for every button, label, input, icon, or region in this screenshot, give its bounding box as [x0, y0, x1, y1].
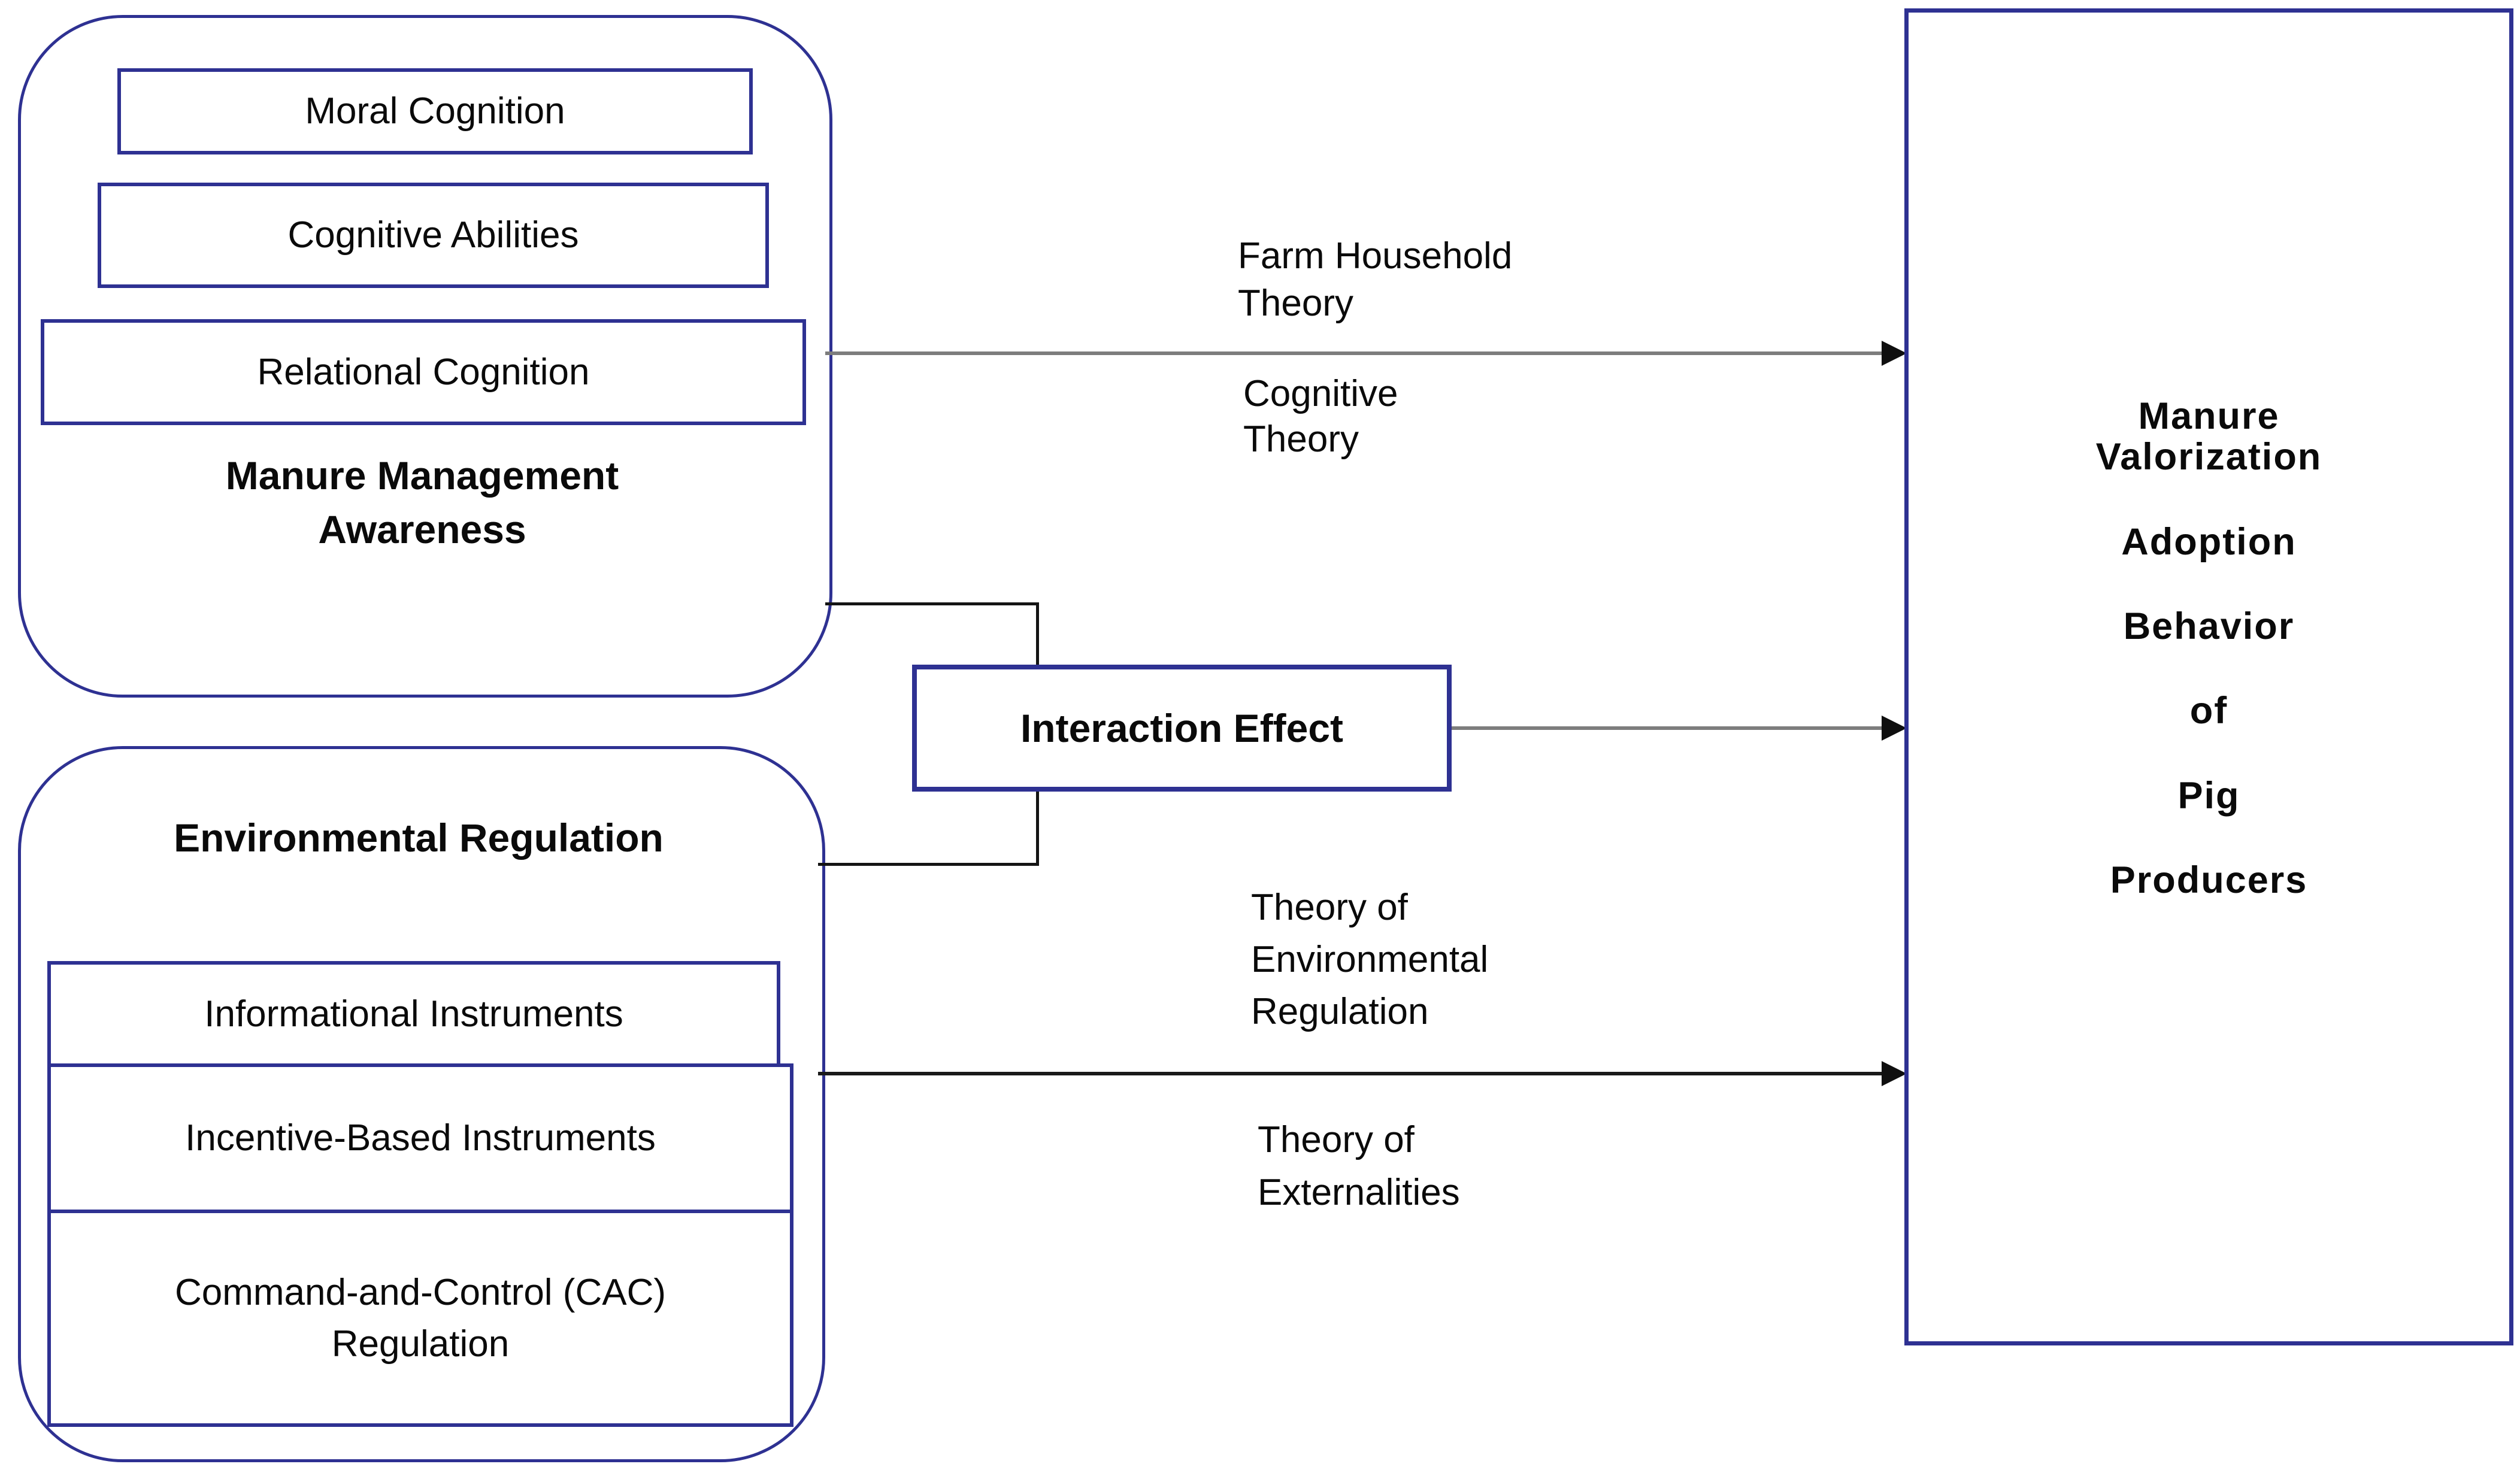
cognitive-abilities-label: Cognitive Abilities — [287, 214, 579, 256]
label-farm-household-theory: Farm Household Theory — [1238, 232, 1512, 327]
outcome-line-of: of — [2189, 690, 2228, 732]
label-cognitive-theory: Cognitive Theory — [1243, 371, 1398, 462]
env-regulation-line-1: Theory of — [1251, 887, 1408, 928]
label-theory-env-regulation: Theory of Environmental Regulation — [1251, 881, 1488, 1038]
awareness-title-line-2: Awareness — [318, 507, 526, 551]
awareness-group-title: Manure Management Awareness — [18, 448, 826, 556]
relational-cognition-box: Relational Cognition — [41, 319, 806, 425]
env-regulation-line-2: Environmental — [1251, 939, 1489, 980]
label-theory-externalities: Theory of Externalities — [1258, 1114, 1460, 1219]
cognitive-theory-line-2: Theory — [1243, 419, 1359, 460]
interaction-effect-box: Interaction Effect — [912, 665, 1452, 792]
cac-regulation-label: Command-and-Control (CAC) Regulation — [175, 1267, 666, 1370]
cac-line-2: Regulation — [331, 1323, 510, 1365]
cac-regulation-box: Command-and-Control (CAC) Regulation — [47, 1210, 793, 1427]
outcome-line-manure: Manure — [2138, 395, 2280, 437]
connector-regulation-vertical — [1036, 792, 1039, 866]
outcome-line-behavior: Behavior — [2123, 605, 2295, 647]
arrow-interaction-to-outcome — [1452, 726, 1883, 730]
externalities-line-1: Theory of — [1258, 1119, 1415, 1160]
outcome-line-producers: Producers — [2110, 859, 2308, 901]
arrow-awareness-to-outcome — [825, 351, 1883, 355]
outcome-line-valorization: Valorization — [2095, 436, 2322, 478]
arrowhead-awareness-to-outcome — [1882, 341, 1907, 366]
arrowhead-interaction-to-outcome — [1882, 716, 1907, 741]
awareness-title-line-1: Manure Management — [225, 453, 619, 498]
arrow-regulation-to-outcome — [818, 1072, 1883, 1075]
cac-line-1: Command-and-Control (CAC) — [174, 1271, 667, 1313]
arrowhead-regulation-to-outcome — [1882, 1061, 1907, 1086]
interaction-effect-label: Interaction Effect — [1020, 706, 1344, 750]
moral-cognition-label: Moral Cognition — [305, 90, 565, 132]
connector-awareness-horizontal — [825, 602, 1039, 605]
informational-instruments-label: Informational Instruments — [204, 993, 623, 1035]
regulation-group-title: Environmental Regulation — [18, 811, 819, 865]
farm-household-line-2: Theory — [1238, 283, 1353, 324]
incentive-based-instruments-label: Incentive-Based Instruments — [185, 1117, 656, 1159]
relational-cognition-label: Relational Cognition — [257, 351, 590, 393]
connector-regulation-horizontal — [818, 863, 1039, 866]
outcome-box: Manure Valorization Adoption Behavior of… — [1904, 8, 2513, 1345]
externalities-line-2: Externalities — [1258, 1172, 1460, 1213]
cognitive-theory-line-1: Cognitive — [1243, 373, 1398, 414]
incentive-based-instruments-box: Incentive-Based Instruments — [47, 1063, 793, 1213]
outcome-line-pig: Pig — [2177, 775, 2240, 817]
informational-instruments-box: Informational Instruments — [47, 961, 780, 1067]
connector-awareness-vertical — [1036, 602, 1039, 665]
farm-household-line-1: Farm Household — [1238, 235, 1513, 277]
moral-cognition-box: Moral Cognition — [117, 68, 753, 154]
cognitive-abilities-box: Cognitive Abilities — [98, 183, 769, 288]
outcome-line-adoption: Adoption — [2121, 521, 2297, 563]
env-regulation-line-3: Regulation — [1251, 991, 1429, 1032]
regulation-title-line: Environmental Regulation — [174, 816, 664, 860]
